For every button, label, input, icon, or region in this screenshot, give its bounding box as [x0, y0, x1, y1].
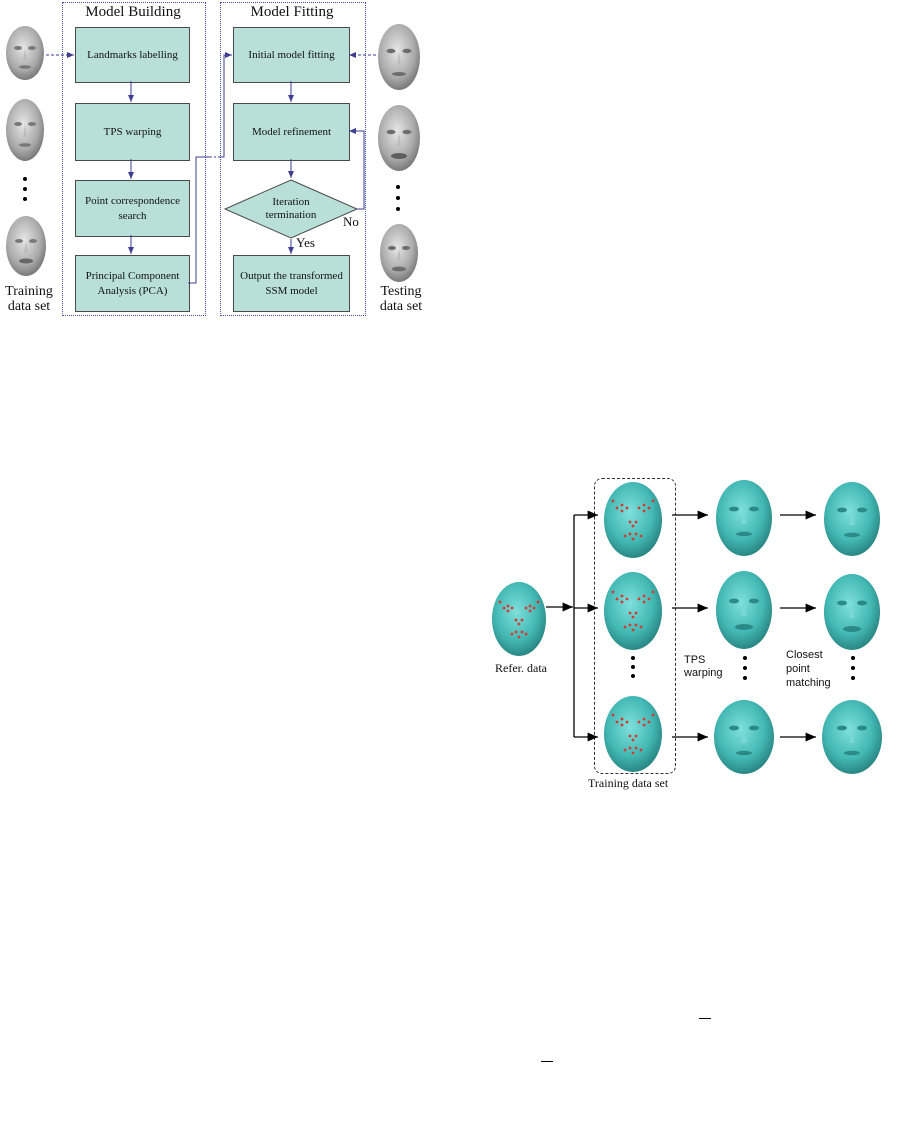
warped-face-1 — [716, 480, 772, 556]
dot — [396, 207, 400, 211]
training-data-set-label: Training data set — [5, 284, 53, 314]
dot — [851, 676, 855, 680]
dot — [851, 656, 855, 660]
testing-face-2 — [378, 105, 420, 171]
warped-face-3 — [714, 700, 774, 774]
matched-face-2 — [824, 574, 880, 650]
model-fitting-title: Model Fitting — [250, 4, 334, 20]
training-face-1 — [6, 26, 44, 80]
yes-label: Yes — [296, 235, 315, 250]
testing-face-1 — [378, 24, 420, 90]
dot — [631, 674, 635, 678]
dot — [23, 177, 27, 181]
iteration-termination-diamond — [223, 179, 359, 239]
dot — [23, 197, 27, 201]
model-fitting-panel — [220, 2, 366, 316]
correspondence-arrows — [546, 510, 816, 742]
tps-warping-box: TPS warping — [75, 103, 190, 161]
model-building-title: Model Building — [85, 4, 181, 20]
training-set-frame — [594, 478, 676, 774]
training-face-2 — [6, 99, 44, 161]
dot — [743, 656, 747, 660]
dot — [743, 676, 747, 680]
overline-mark — [541, 1061, 553, 1062]
overline-mark — [699, 1018, 711, 1019]
model-building-panel — [62, 2, 206, 316]
iteration-termination-label: Iteration termination — [265, 196, 317, 221]
closest-point-matching-label: Closest point matching — [786, 649, 831, 689]
testing-face-3 — [380, 224, 418, 282]
matched-face-3 — [822, 700, 882, 774]
landmark-face-2 — [604, 572, 662, 650]
pca-box: Principal Component Analysis (PCA) — [75, 255, 190, 312]
landmarks-labelling-box: Landmarks labelling — [75, 27, 190, 83]
training-face-3 — [6, 216, 46, 276]
landmark-face-1 — [604, 482, 662, 558]
dot — [631, 656, 635, 660]
warped-face-2 — [716, 571, 772, 649]
flowchart-connectors — [46, 52, 376, 284]
no-label: No — [343, 214, 359, 229]
reference-face — [492, 582, 546, 656]
dot — [851, 666, 855, 670]
output-ssm-box: Output the transformed SSM model — [233, 255, 350, 312]
tps-warping-label: TPS warping — [684, 654, 723, 679]
dot — [396, 196, 400, 200]
model-refinement-box: Model refinement — [233, 103, 350, 161]
point-correspondence-box: Point correspondence search — [75, 180, 190, 237]
training-data-set-caption: Training data set — [588, 776, 669, 790]
dot — [23, 187, 27, 191]
dot — [743, 666, 747, 670]
dot — [396, 185, 400, 189]
testing-data-set-label: Testing data set — [379, 284, 423, 314]
dot — [631, 665, 635, 669]
reference-data-label: Refer. data — [495, 661, 547, 675]
matched-face-1 — [824, 482, 880, 556]
initial-model-fitting-box: Initial model fitting — [233, 27, 350, 83]
landmark-face-3 — [604, 696, 662, 772]
